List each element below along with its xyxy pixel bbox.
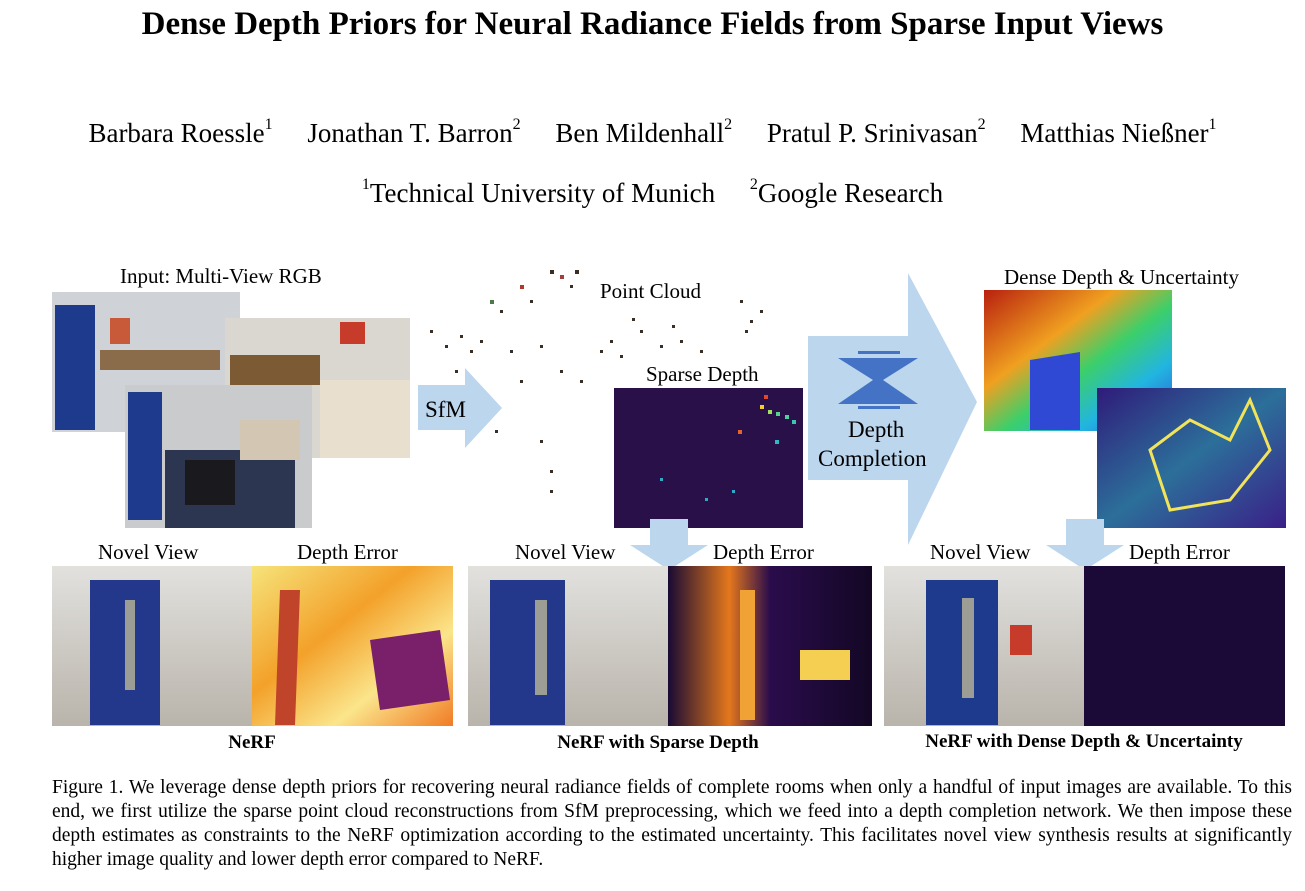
point-cloud (430, 270, 763, 493)
result-nerf-sparse (468, 566, 872, 726)
figure-caption: Figure 1. We leverage dense depth priors… (52, 777, 1292, 870)
method-label-dense: NeRF with Dense Depth & Uncertainty (925, 731, 1243, 752)
novel-view-label: Novel View (930, 540, 1031, 564)
author: Ben Mildenhall2 (555, 116, 733, 148)
result-nerf-dense (884, 566, 1285, 726)
author: Barbara Roessle1 (88, 116, 273, 148)
result-nerf (52, 566, 453, 726)
author-list: Barbara Roessle1 Jonathan T. Barron2 Ben… (0, 116, 1305, 149)
novel-view-label: Novel View (98, 540, 199, 564)
point-cloud-label: Point Cloud (600, 279, 701, 303)
author: Matthias Nießner1 (1020, 116, 1217, 148)
paper-title: Dense Depth Priors for Neural Radiance F… (141, 6, 1164, 42)
method-label-sparse: NeRF with Sparse Depth (557, 732, 759, 753)
method-label-nerf: NeRF (228, 732, 276, 753)
depth-completion-label: Completion (818, 446, 927, 471)
sfm-arrow (418, 368, 502, 448)
affiliation: 2Google Research (749, 176, 944, 208)
sparse-depth-map (614, 388, 803, 528)
affiliation-list: 1Technical University of Munich 2Google … (0, 176, 1305, 209)
depth-completion-block (808, 273, 977, 545)
sparse-depth-label: Sparse Depth (646, 362, 759, 386)
author: Jonathan T. Barron2 (307, 116, 521, 148)
depth-completion-label: Depth (848, 417, 905, 442)
dense-depth-label: Dense Depth & Uncertainty (1004, 265, 1240, 289)
affiliation: 1Technical University of Munich (361, 176, 716, 208)
depth-error-label: Depth Error (297, 540, 398, 564)
depth-error-label: Depth Error (713, 540, 814, 564)
depth-error-label: Depth Error (1129, 540, 1230, 564)
novel-view-label: Novel View (515, 540, 616, 564)
sfm-label: SfM (425, 397, 466, 422)
down-arrow (630, 519, 708, 570)
author: Pratul P. Srinivasan2 (766, 116, 986, 148)
input-rgb-stack (52, 292, 410, 528)
dense-depth-maps (984, 290, 1286, 528)
input-label: Input: Multi-View RGB (120, 264, 322, 288)
down-arrow (1046, 519, 1124, 570)
